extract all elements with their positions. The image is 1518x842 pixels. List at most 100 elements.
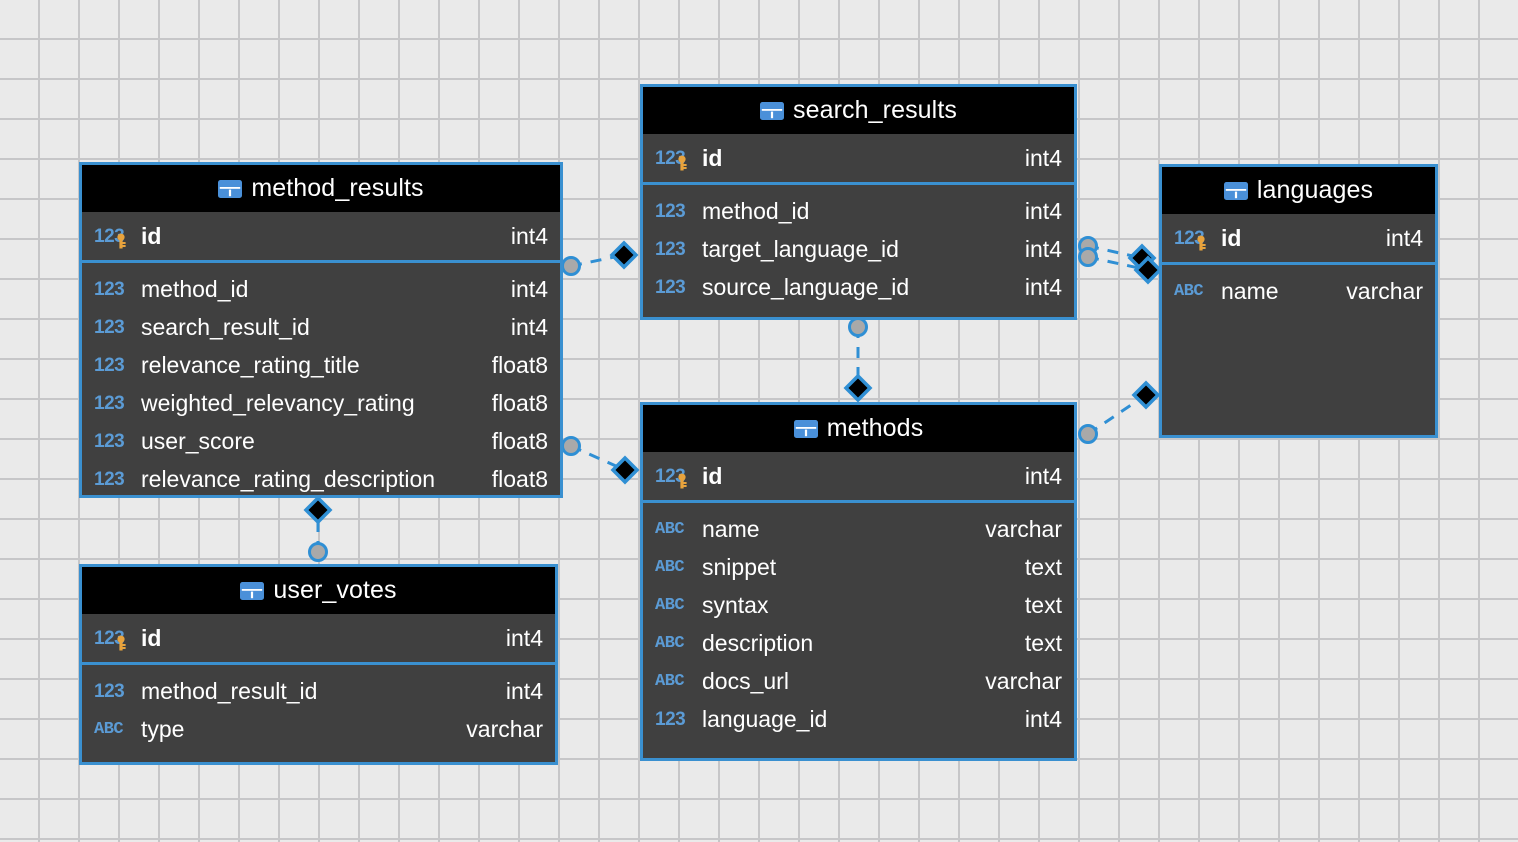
relationship-method_results-methods[interactable] <box>561 436 640 485</box>
table-header-search_results[interactable]: search_results <box>643 87 1074 134</box>
123-icon: 123 <box>94 470 134 489</box>
type-indicator-label: ABC <box>655 557 685 577</box>
column-type: varchar <box>985 515 1062 542</box>
primary-key-row[interactable]: 123 id int4 <box>82 614 555 665</box>
relationship-search_results-languages-source[interactable] <box>1078 247 1163 285</box>
relationship-method_results-search_results[interactable] <box>561 240 639 276</box>
column-name: id <box>1221 224 1242 251</box>
column-type: int4 <box>505 677 543 704</box>
column-name: id <box>141 624 162 651</box>
column-type: float8 <box>491 389 548 416</box>
table-title: methods <box>826 414 924 442</box>
table-title: search_results <box>793 96 957 124</box>
relationship-search_results-languages-target[interactable] <box>1078 236 1157 273</box>
column-type: text <box>1024 591 1062 618</box>
key-icon <box>678 473 687 488</box>
table-icon <box>760 101 784 120</box>
key-icon <box>117 635 126 650</box>
table-header-methods[interactable]: methods <box>643 405 1074 452</box>
table-icon <box>793 419 818 438</box>
relationship-search_results-methods[interactable] <box>843 317 873 403</box>
relationship-methods-languages[interactable] <box>1078 380 1161 444</box>
column-row[interactable]: ABC syntax text <box>655 586 1062 624</box>
column-name: id <box>702 462 723 489</box>
type-indicator-label: ABC <box>655 633 685 653</box>
column-type: int4 <box>1024 197 1062 224</box>
column-type: float8 <box>491 465 548 492</box>
column-name: syntax <box>702 591 769 618</box>
diamond-endpoint-icon <box>843 373 873 403</box>
type-indicator-label: ABC <box>655 671 685 691</box>
type-indicator-label: 123 <box>655 200 686 222</box>
123-icon: 123 <box>94 629 134 650</box>
column-name: method_result_id <box>141 677 318 704</box>
type-indicator-label: ABC <box>1174 281 1204 301</box>
type-indicator-label: 123 <box>94 392 125 414</box>
abc-icon: ABC <box>655 673 695 690</box>
table-header-user_votes[interactable]: user_votes <box>82 567 555 614</box>
diamond-endpoint-icon <box>610 455 640 485</box>
table-icon <box>218 179 243 198</box>
123-icon: 123 <box>655 240 695 259</box>
table-title: languages <box>1256 176 1374 204</box>
column-name: language_id <box>702 705 828 732</box>
table-title: user_votes <box>273 576 397 604</box>
abc-icon: ABC <box>1174 283 1214 300</box>
column-type: text <box>1024 629 1062 656</box>
123-icon: 123 <box>94 318 134 337</box>
table-header-languages[interactable]: languages <box>1162 167 1435 214</box>
abc-icon: ABC <box>94 721 134 738</box>
column-type: int4 <box>1024 273 1062 300</box>
123-icon: 123 <box>94 394 134 413</box>
diamond-endpoint-icon <box>1127 243 1157 273</box>
diamond-endpoint-icon <box>1131 380 1161 410</box>
column-type: int4 <box>510 275 548 302</box>
abc-icon: ABC <box>655 597 695 614</box>
type-indicator-label: ABC <box>655 595 685 615</box>
table-header-method_results[interactable]: method_results <box>82 165 560 212</box>
type-indicator-label: 123 <box>94 354 125 376</box>
circle-endpoint-icon <box>1078 236 1098 256</box>
column-type: text <box>1024 553 1062 580</box>
column-type: varchar <box>466 715 543 742</box>
column-name: method_id <box>141 275 249 302</box>
relationship-line <box>1087 255 1149 272</box>
key-icon <box>678 155 687 170</box>
circle-endpoint-icon <box>561 436 581 456</box>
type-indicator-label: ABC <box>655 519 685 539</box>
column-type: int4 <box>1024 144 1062 171</box>
column-type: int4 <box>510 222 548 249</box>
column-type: int4 <box>505 624 543 651</box>
